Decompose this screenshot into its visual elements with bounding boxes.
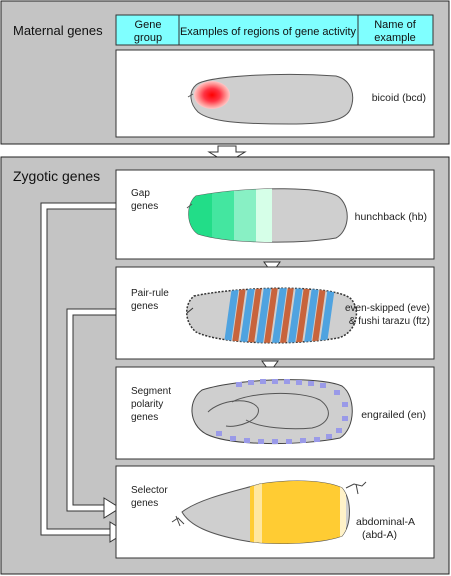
- hunchback-label: hunchback (hb): [355, 211, 427, 223]
- en-top-3: [260, 379, 266, 384]
- abd-a-posterior-edge: [340, 481, 346, 544]
- ftz-stripe-3: [263, 288, 279, 343]
- en-bottom-9: [326, 434, 332, 439]
- hunchback-band-1: [188, 188, 212, 243]
- abd-a-band: [250, 481, 346, 544]
- eve-stripe-3: [255, 288, 272, 343]
- pair-rule-row-box: [115, 266, 435, 360]
- bicoid-embryo-tip: [187, 93, 194, 98]
- selector-group-line-1: Selector: [131, 485, 168, 496]
- ftz-stripe-1: [231, 288, 247, 343]
- bicoid-label: bicoid (bcd): [372, 92, 426, 104]
- abd-a-domain: [250, 481, 342, 544]
- en-right-4: [336, 428, 342, 433]
- en-right-3: [342, 416, 348, 421]
- eve-stripe-5: [287, 288, 304, 343]
- zygotic-title: Zygotic genes: [13, 168, 100, 184]
- abd-a-label-line-1: abdominal-A: [356, 516, 415, 528]
- selector-embryo-anterior-tip: [171, 515, 185, 527]
- header-gene-group: [115, 14, 180, 46]
- abd-a-anterior-edge: [254, 481, 262, 544]
- en-bottom-3: [244, 438, 250, 443]
- en-bottom-5: [272, 439, 278, 444]
- en-top-2: [248, 380, 254, 385]
- segment-embryo-fold-1: [207, 400, 259, 427]
- gap-group-line-2: genes: [131, 201, 158, 212]
- header-gene-group-line-1: Gene: [135, 19, 162, 31]
- en-bottom-6: [286, 439, 292, 444]
- gap-embryo-tip: [186, 203, 193, 209]
- en-right-2: [342, 402, 348, 407]
- pair-rule-group-line-2: genes: [131, 301, 158, 312]
- segment-group-line-1: Segment: [131, 386, 171, 397]
- pair-rule-stripes: [223, 288, 336, 343]
- ftz-stripe-5: [295, 288, 311, 343]
- eve-stripe-4: [271, 288, 288, 343]
- segment-group-line-2: polarity: [131, 399, 163, 410]
- pair-rule-embryo-tip: [186, 307, 194, 314]
- header-example: [357, 14, 434, 46]
- ftz-stripe-4: [279, 288, 295, 343]
- hunchback-band-2: [212, 188, 234, 243]
- bicoid-embryo: [190, 73, 354, 125]
- en-top-1: [236, 382, 242, 387]
- engrailed-stripes: [216, 379, 348, 444]
- eve-stripe-2: [239, 288, 256, 343]
- pair-rule-arrow-head: [103, 497, 121, 519]
- segment-embryo-fold-2: [231, 393, 329, 430]
- selector-group-line-2: genes: [131, 498, 158, 509]
- en-top-6: [296, 380, 302, 385]
- ftz-label: & fushi tarazu (ftz): [349, 316, 430, 327]
- engrailed-label: engrailed (en): [361, 409, 426, 421]
- en-bottom-2: [230, 436, 236, 441]
- gap-group-line-1: Gap: [131, 188, 150, 199]
- segment-group-line-3: genes: [131, 412, 158, 423]
- eve-label: even-skipped (eve): [345, 303, 430, 314]
- en-top-8: [320, 383, 326, 388]
- abd-a-label-line-2: (abd-A): [362, 529, 397, 541]
- header-example-line-1: Name of: [374, 19, 417, 31]
- eve-stripe-7: [319, 288, 336, 343]
- en-top-5: [284, 379, 290, 384]
- en-bottom-7: [300, 438, 306, 443]
- hunchback-band-3: [234, 188, 256, 243]
- en-right-1: [334, 390, 340, 395]
- ftz-stripe-6: [311, 288, 327, 343]
- hunchback-band-4: [256, 188, 272, 243]
- eve-stripe-6: [303, 288, 320, 343]
- gap-feedback-arrow: [41, 203, 116, 535]
- en-bottom-1: [216, 431, 222, 436]
- header-regions-text: Examples of regions of gene activity: [180, 26, 357, 38]
- en-top-4: [272, 379, 278, 384]
- bicoid-gradient: [194, 81, 230, 109]
- header-regions: [178, 14, 359, 46]
- en-bottom-8: [314, 437, 320, 442]
- selector-embryo-posterior-tip: [345, 481, 367, 495]
- pair-rule-feedback-arrow: [67, 309, 116, 511]
- hunchback-bands: [188, 188, 272, 243]
- ftz-stripe-2: [247, 288, 263, 343]
- en-bottom-4: [258, 439, 264, 444]
- header-gene-group-line-2: group: [134, 32, 162, 44]
- pair-rule-group-line-1: Pair-rule: [131, 288, 169, 299]
- header-example-line-2: example: [374, 32, 416, 44]
- eve-stripe-1: [223, 288, 240, 343]
- maternal-title: Maternal genes: [13, 23, 103, 38]
- en-top-7: [308, 381, 314, 386]
